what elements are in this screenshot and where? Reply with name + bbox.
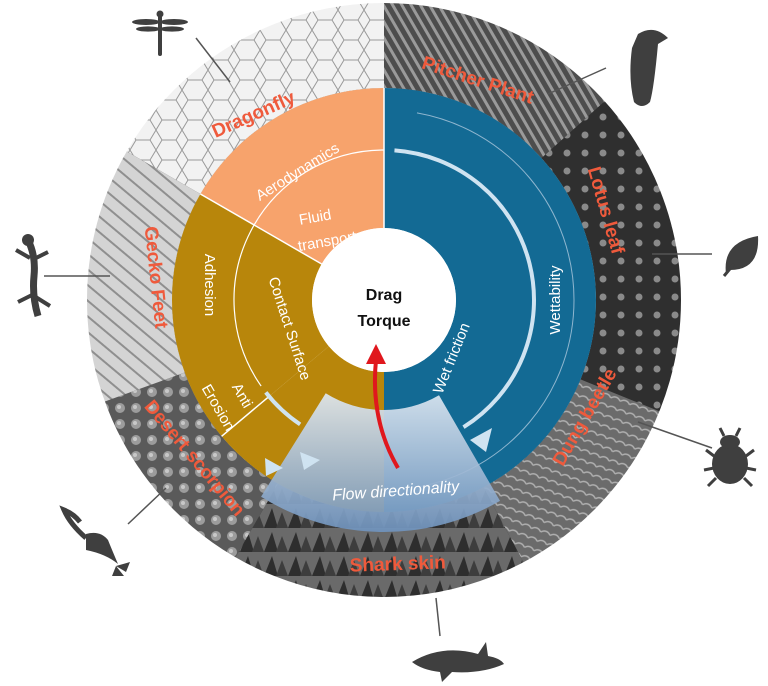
gecko-icon xyxy=(16,234,50,316)
center-label-torque: Torque xyxy=(357,313,410,330)
leaf-icon xyxy=(724,236,758,276)
beetle-icon xyxy=(704,428,756,486)
dragonfly-icon xyxy=(132,11,188,57)
label-adhesion: Adhesion xyxy=(201,254,218,317)
label-shark-skin: Shark skin xyxy=(349,552,446,576)
label-wettability: Wettability xyxy=(547,265,564,334)
scorpion-icon xyxy=(64,510,130,576)
pitcher-plant-icon xyxy=(630,30,668,106)
shark-icon xyxy=(412,642,504,682)
center-label-drag: Drag xyxy=(366,287,402,304)
